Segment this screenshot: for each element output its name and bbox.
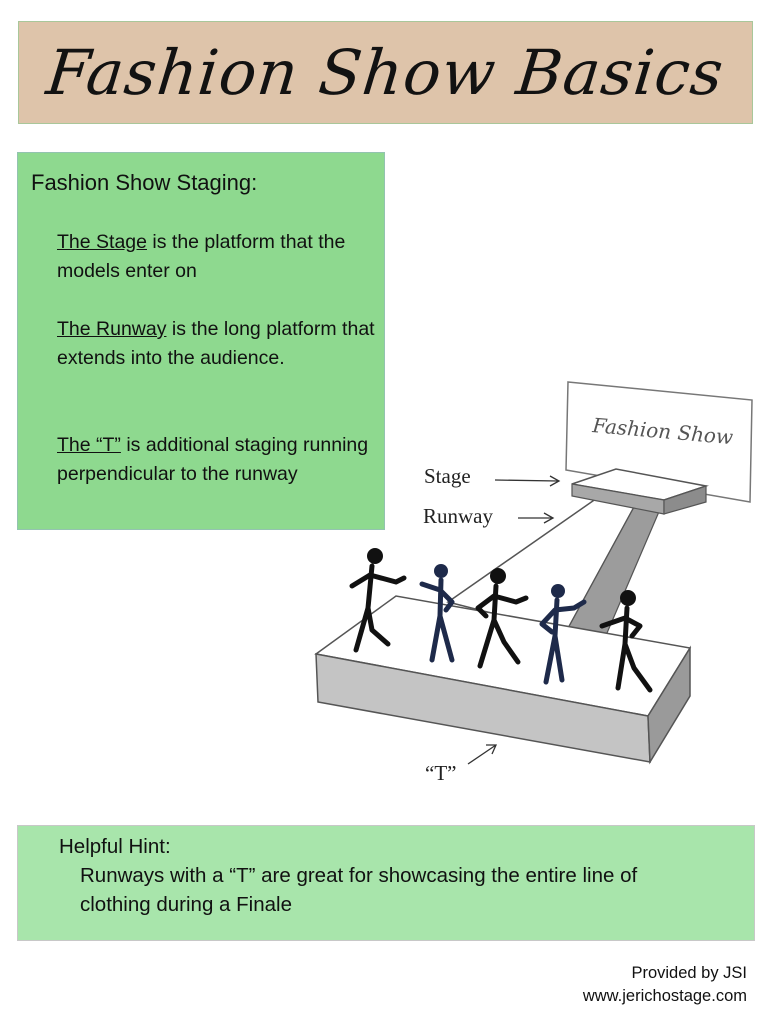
- label-runway: Runway: [423, 504, 493, 528]
- page-title: Fashion Show Basics: [43, 36, 728, 109]
- arrow-right-icon: [543, 512, 555, 524]
- runway-illustration: Fashion Show Stage Runway “T”: [300, 370, 768, 810]
- arrow-right-icon: [494, 479, 559, 482]
- stage-side: [663, 485, 707, 515]
- definition-t: The “T” is additional staging running pe…: [57, 431, 382, 489]
- runway-diagram: Fashion Show Stage Runway “T”: [314, 381, 753, 785]
- definition-stage: The Stage is the platform that the model…: [57, 228, 382, 286]
- definition-runway-text: is the long platform that extends into t…: [57, 318, 375, 369]
- credit-provider: Provided by JSI: [631, 964, 747, 982]
- helpful-hint-box: Helpful Hint: Runways with a “T” are gre…: [17, 825, 755, 941]
- t-side: [647, 645, 691, 765]
- hint-heading: Helpful Hint:: [59, 835, 171, 858]
- stick-figure-icon: [539, 584, 587, 685]
- arrow-up-right-icon: [486, 744, 498, 755]
- term-runway: The Runway: [57, 318, 167, 340]
- term-t: The “T”: [57, 434, 121, 456]
- staging-info-box: Fashion Show Staging: The Stage is the p…: [17, 152, 385, 530]
- arrow-up-right-icon: [467, 744, 497, 765]
- stick-figure-icon: [349, 548, 407, 653]
- label-t: “T”: [425, 761, 456, 785]
- stick-figure-icon: [599, 590, 653, 693]
- staging-heading: Fashion Show Staging:: [31, 170, 258, 195]
- arrow-right-icon: [549, 475, 561, 487]
- label-stage: Stage: [424, 464, 471, 488]
- stick-figure-icon: [419, 564, 455, 663]
- stick-figure-icon: [475, 568, 529, 669]
- hint-text: Runways with a “T” are great for showcas…: [80, 864, 638, 916]
- title-banner: Fashion Show Basics: [18, 21, 753, 124]
- credit-website: www.jerichostage.com: [582, 987, 747, 1005]
- definition-t-text: is additional staging running perpendicu…: [57, 434, 369, 485]
- credit: Provided by JSI www.jerichostage.com: [583, 962, 747, 1008]
- term-stage: The Stage: [57, 231, 147, 253]
- definition-stage-text: is the platform that the models enter on: [57, 231, 346, 282]
- definition-runway: The Runway is the long platform that ext…: [57, 315, 382, 373]
